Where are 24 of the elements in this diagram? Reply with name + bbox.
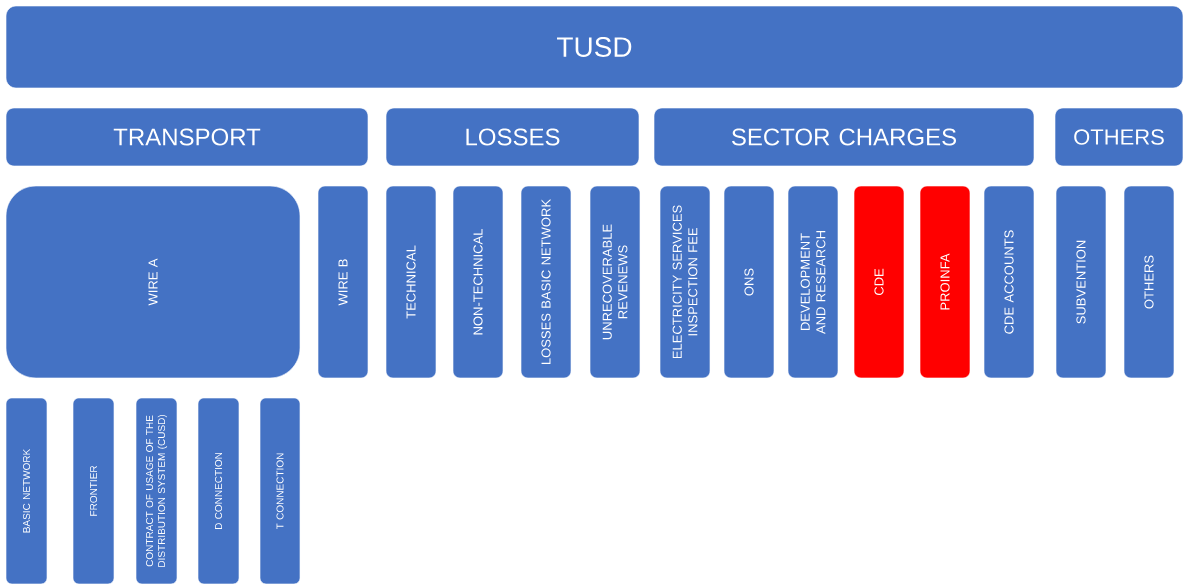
category-box: OTHERS (1054, 107, 1183, 167)
category-box: TRANSPORT (5, 107, 369, 167)
category-bar: LOSSES BASIC NETWORK (520, 185, 572, 379)
category-bar: WIRE B (317, 185, 369, 379)
category-bar: PROINFA (919, 185, 971, 379)
category-bar: ELECTRICITY SERVICES INSPECTION FEE (659, 185, 711, 379)
category-bar: SUBVENTION (1055, 185, 1107, 379)
category-box: TUSD (5, 5, 1183, 89)
category-bar: WIRE A (5, 185, 301, 379)
category-bar: NON-TECHNICAL (452, 185, 504, 379)
category-bar: UNRECOVERABLE REVENEWS (589, 185, 641, 379)
category-bar: CONTRACT OF USAGE OF THE DISTRIBUTION SYSTEM (CUSD) (135, 397, 178, 585)
category-bar: D CONNECTION (197, 397, 240, 585)
category-bar: CDE (853, 185, 905, 379)
category-bar: BASIC NETWORK (5, 397, 48, 585)
category-bar: TECHNICAL (385, 185, 437, 379)
category-bar: DEVELOPMENT AND RESEARCH (787, 185, 839, 379)
category-box: LOSSES (385, 107, 640, 167)
category-bar: ONS (723, 185, 775, 379)
category-bar: T CONNECTION (259, 397, 301, 585)
category-bar: FRONTIER (72, 397, 115, 585)
category-box: SECTOR CHARGES (653, 107, 1035, 167)
category-bar: CDE ACCOUNTS (983, 185, 1035, 379)
category-bar: OTHERS (1123, 185, 1175, 379)
